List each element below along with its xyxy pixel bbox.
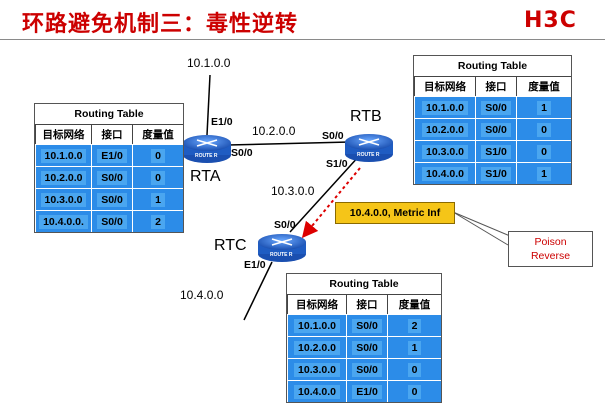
col-header-iface: 接口 xyxy=(346,294,387,314)
poison-reverse-update: 10.4.0.0, Metric Inf xyxy=(335,202,455,224)
router-badge-rta: ROUTE R xyxy=(195,153,218,159)
network-label-10-1: 10.1.0.0 xyxy=(187,56,231,70)
col-header-dest: 目标网络 xyxy=(35,124,91,144)
col-header-metric: 度量值 xyxy=(387,294,441,314)
interface-label-rtb-s00: S0/0 xyxy=(322,130,344,142)
link-10-3 xyxy=(289,154,361,233)
router-name-rtb: RTB xyxy=(350,108,382,125)
interface-label-rtc-s00: S0/0 xyxy=(274,219,296,231)
interface-label-rtc-e10: E1/0 xyxy=(244,259,266,271)
col-header-metric: 度量值 xyxy=(516,76,571,96)
network-label-10-3: 10.3.0.0 xyxy=(271,184,315,198)
router-badge-rtb: ROUTE R xyxy=(357,152,380,158)
page-title: 环路避免机制三：毒性逆转 xyxy=(22,12,299,37)
link-10-1 xyxy=(206,74,211,136)
router-name-rtc: RTC xyxy=(214,237,247,254)
poison-reverse-callout: Poison Reverse xyxy=(508,231,593,267)
interface-label-rta-e10: E1/0 xyxy=(211,116,233,128)
callout-line1: Poison xyxy=(534,236,567,248)
router-name-rta: RTA xyxy=(190,168,221,185)
router-badge-rtc: ROUTE R xyxy=(270,252,293,258)
col-header-dest: 目标网络 xyxy=(414,76,475,96)
callout-pointer xyxy=(452,211,511,237)
network-label-10-4: 10.4.0.0 xyxy=(180,288,224,302)
link-10-4 xyxy=(243,261,273,321)
poison-reverse-arrow xyxy=(301,167,361,239)
callout-line2: Reverse xyxy=(530,250,571,262)
col-header-metric: 度量值 xyxy=(132,124,183,144)
routing-table-title: Routing Table xyxy=(457,60,528,72)
interface-label-rta-s00: S0/0 xyxy=(231,147,253,159)
routing-table-title: Routing Table xyxy=(329,278,399,290)
router-icon-rtc xyxy=(258,234,306,262)
router-icon-rtb xyxy=(345,134,393,162)
col-header-iface: 接口 xyxy=(475,76,516,96)
router-icon-rta xyxy=(183,135,231,163)
network-label-10-2: 10.2.0.0 xyxy=(252,124,296,138)
routing-table-title: Routing Table xyxy=(74,108,144,120)
col-header-dest: 目标网络 xyxy=(287,294,346,314)
h3c-logo: H3C xyxy=(524,8,577,33)
title-divider xyxy=(0,39,605,40)
col-header-iface: 接口 xyxy=(91,124,132,144)
link-10-2 xyxy=(227,141,351,146)
interface-label-rtb-s10: S1/0 xyxy=(326,158,348,170)
